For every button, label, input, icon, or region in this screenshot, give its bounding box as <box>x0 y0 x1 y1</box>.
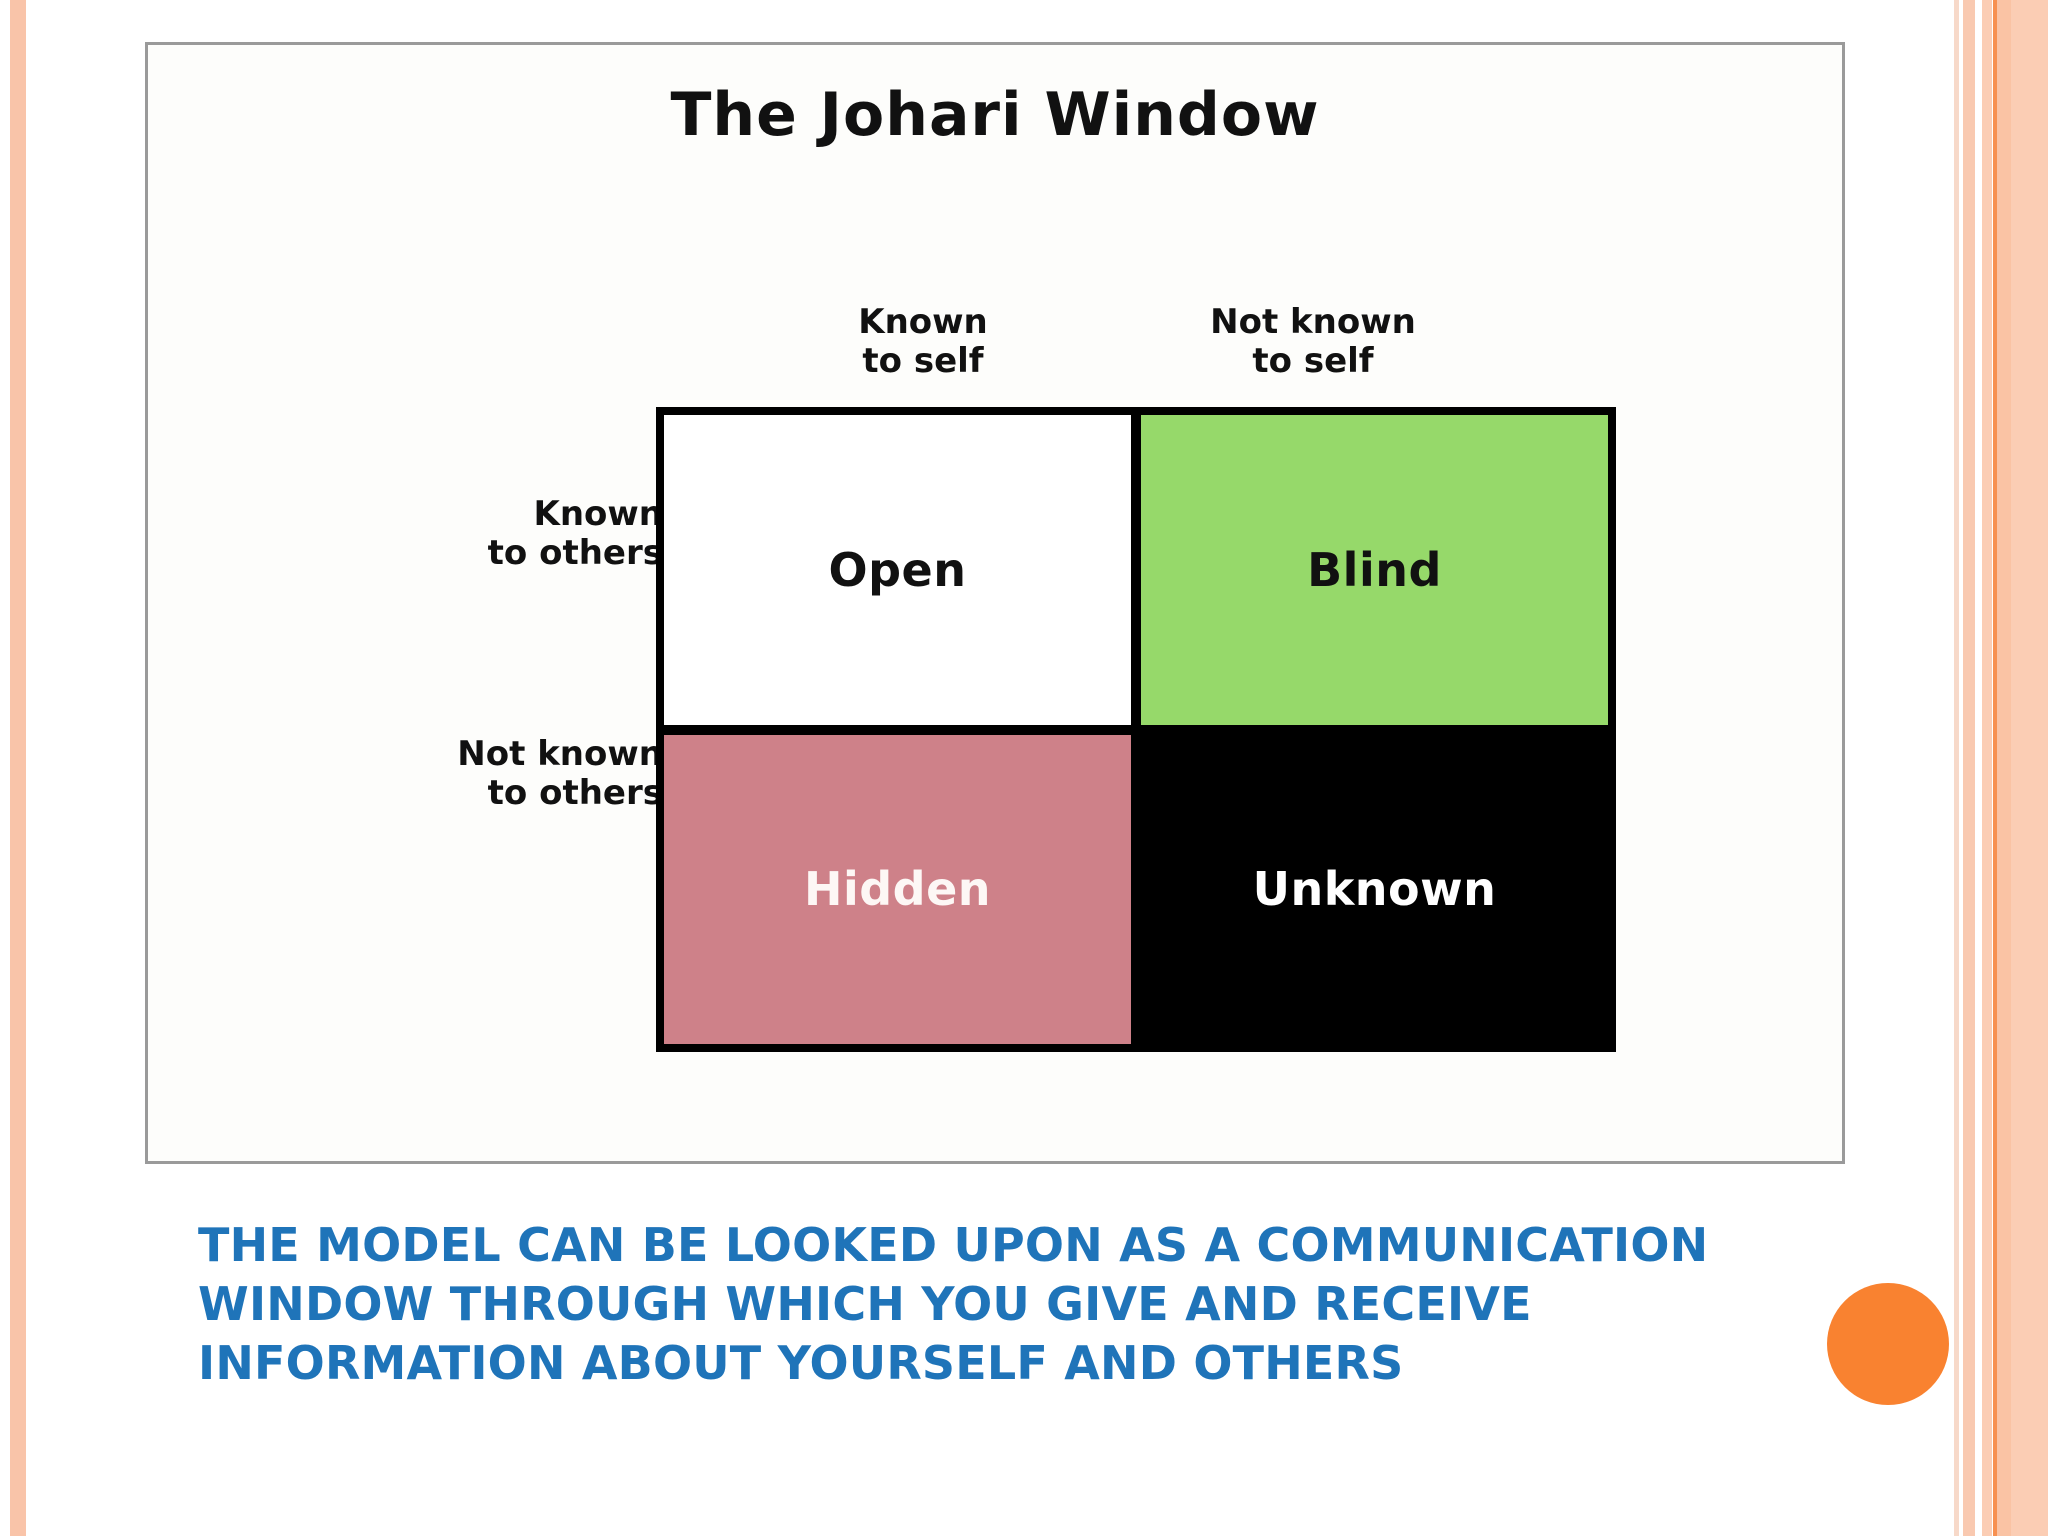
right-edge-stripe-2 <box>1963 0 1975 1536</box>
row-header-not-known-to-others: Not known to others <box>457 734 663 814</box>
slide-caption: The model can be looked upon as a commun… <box>198 1218 1709 1390</box>
johari-window-image-frame: The Johari Window Known to self Not know… <box>145 42 1845 1164</box>
quadrant-blind: Blind <box>1141 415 1608 725</box>
left-edge-stripe <box>10 0 26 1536</box>
quadrant-unknown: Unknown <box>1141 734 1608 1044</box>
column-header-not-known-to-self: Not known to self <box>1210 302 1416 382</box>
orange-accent-circle <box>1827 1283 1949 1405</box>
right-edge-stripe-1 <box>1954 0 1959 1536</box>
row-header-known-to-others: Known to others <box>487 494 663 574</box>
right-edge-stripe-6 <box>2011 0 2048 1536</box>
right-edge-stripe-3 <box>1982 0 1992 1536</box>
column-header-known-to-self: Known to self <box>858 302 988 382</box>
right-edge-stripe-5 <box>1997 0 2011 1536</box>
quadrant-hidden: Hidden <box>664 734 1131 1044</box>
right-edge-stripe-4 <box>1993 0 1997 1536</box>
johari-window-matrix: Open Blind Hidden Unknown <box>656 407 1616 1052</box>
quadrant-open: Open <box>664 415 1131 725</box>
diagram-title: The Johari Window <box>670 80 1320 150</box>
